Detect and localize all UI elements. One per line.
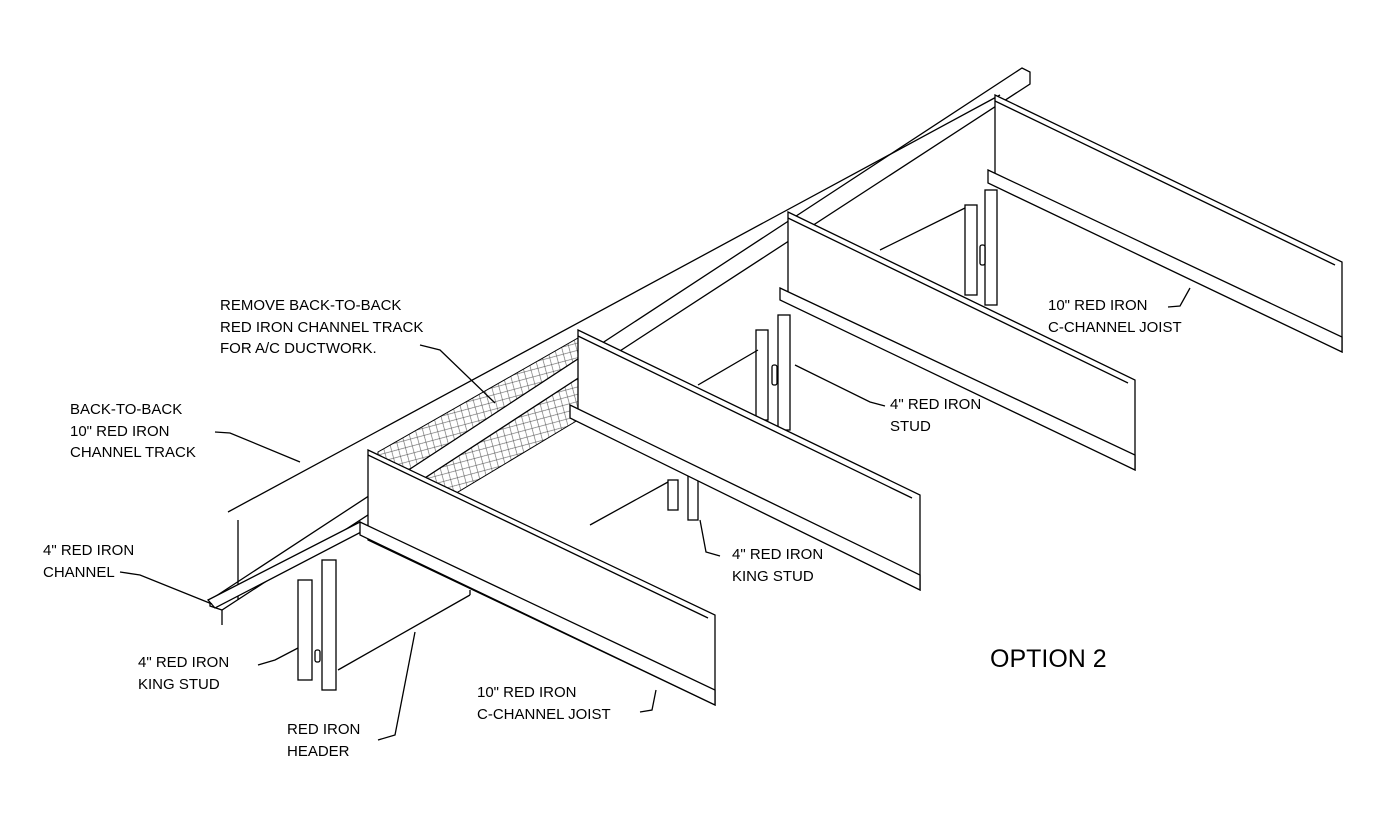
joist-4: [987, 93, 1343, 354]
label-channel: 4" RED IRON CHANNEL: [43, 540, 134, 583]
label-line: CHANNEL: [43, 563, 115, 581]
label-line: HEADER: [287, 742, 350, 760]
joist-3: [779, 210, 1136, 472]
label-line: FOR A/C DUCTWORK.: [220, 340, 377, 357]
drawing-title: OPTION 2: [990, 645, 1107, 673]
label-line: 10" RED IRON: [70, 422, 170, 440]
label-king-stud-mid: 4" RED IRON KING STUD: [732, 544, 823, 587]
label-king-stud-left: 4" RED IRON KING STUD: [138, 652, 229, 695]
label-header: RED IRON HEADER: [287, 719, 360, 762]
label-joist-back: 10" RED IRON C-CHANNEL JOIST: [1048, 295, 1182, 338]
label-joist-front: 10" RED IRON C-CHANNEL JOIST: [477, 682, 611, 725]
label-line: 10" RED IRON: [477, 684, 577, 701]
label-remove-track: REMOVE BACK-TO-BACK RED IRON CHANNEL TRA…: [220, 295, 423, 360]
label-channel-track: BACK-TO-BACK 10" RED IRON CHANNEL TRACK: [70, 399, 196, 464]
label-line: REMOVE BACK-TO-BACK: [220, 297, 402, 314]
label-line: KING STUD: [732, 567, 814, 585]
label-stud: 4" RED IRON STUD: [890, 394, 981, 437]
label-line: C-CHANNEL JOIST: [1048, 318, 1182, 336]
label-line: BACK-TO-BACK: [70, 401, 183, 418]
label-line: CHANNEL TRACK: [70, 444, 196, 461]
joist-2: [569, 328, 921, 592]
label-line: STUD: [890, 417, 931, 435]
leader-lines: [119, 287, 1191, 741]
label-line: C-CHANNEL JOIST: [477, 705, 611, 723]
label-line: 4" RED IRON: [732, 546, 824, 563]
label-line: 10" RED IRON: [1048, 297, 1148, 314]
label-line: 4" RED IRON: [138, 654, 230, 671]
label-line: KING STUD: [138, 675, 220, 693]
joist-1: [359, 448, 716, 707]
label-line: 4" RED IRON: [890, 396, 982, 413]
label-line: RED IRON CHANNEL TRACK: [220, 318, 424, 336]
label-line: 4" RED IRON: [43, 542, 135, 559]
label-line: RED IRON: [287, 721, 361, 738]
